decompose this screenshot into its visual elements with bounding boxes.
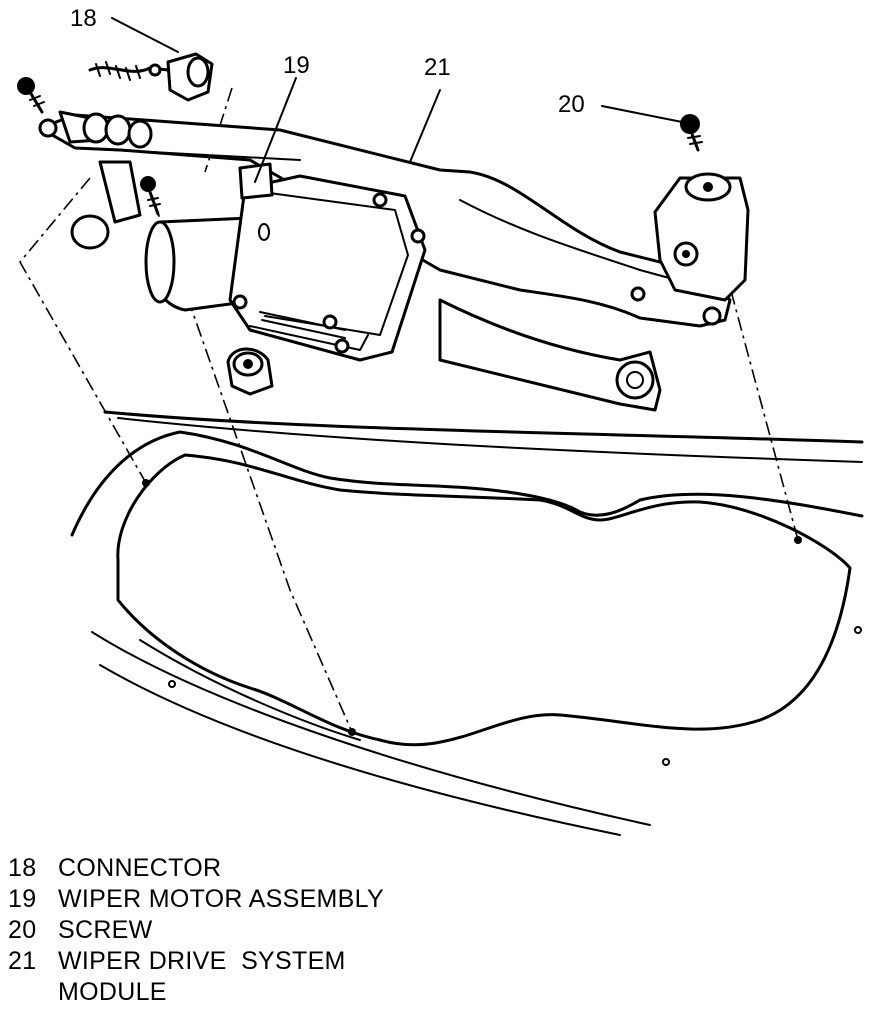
legend-number: 21 — [8, 947, 37, 975]
callout-20: 20 — [558, 91, 585, 118]
callout-18: 18 — [70, 5, 97, 32]
callout-19: 19 — [283, 52, 310, 79]
legend-item: 19 WIPER MOTOR ASSEMBLY — [8, 884, 528, 915]
legend-text: WIPER DRIVE SYSTEM MODULE — [58, 947, 346, 1006]
screw-left — [17, 77, 45, 114]
legend-number: 18 — [8, 854, 37, 882]
callout-leaders — [111, 17, 683, 183]
wiper-motor-assembly — [144, 162, 427, 396]
diagram-drawing: 18 19 21 20 — [17, 5, 864, 836]
legend-text: WIPER MOTOR ASSEMBLY — [58, 885, 384, 913]
cowl-panel — [70, 410, 864, 836]
legend-text: SCREW — [58, 916, 153, 944]
legend-item: 20 SCREW — [8, 915, 528, 946]
screw-middle — [140, 176, 161, 216]
legend-number: 19 — [8, 885, 37, 913]
legend-text: CONNECTOR — [58, 854, 222, 882]
screw-right — [680, 114, 703, 152]
parts-legend: 18 CONNECTOR 19 WIPER MOTOR ASSEMBLY 20 … — [8, 853, 528, 1008]
connector — [88, 52, 214, 102]
legend-number: 20 — [8, 916, 37, 944]
legend-item: 18 CONNECTOR — [8, 853, 528, 884]
legend-item: 21 WIPER DRIVE SYSTEM MODULE — [8, 946, 528, 1008]
callout-21: 21 — [424, 54, 451, 81]
